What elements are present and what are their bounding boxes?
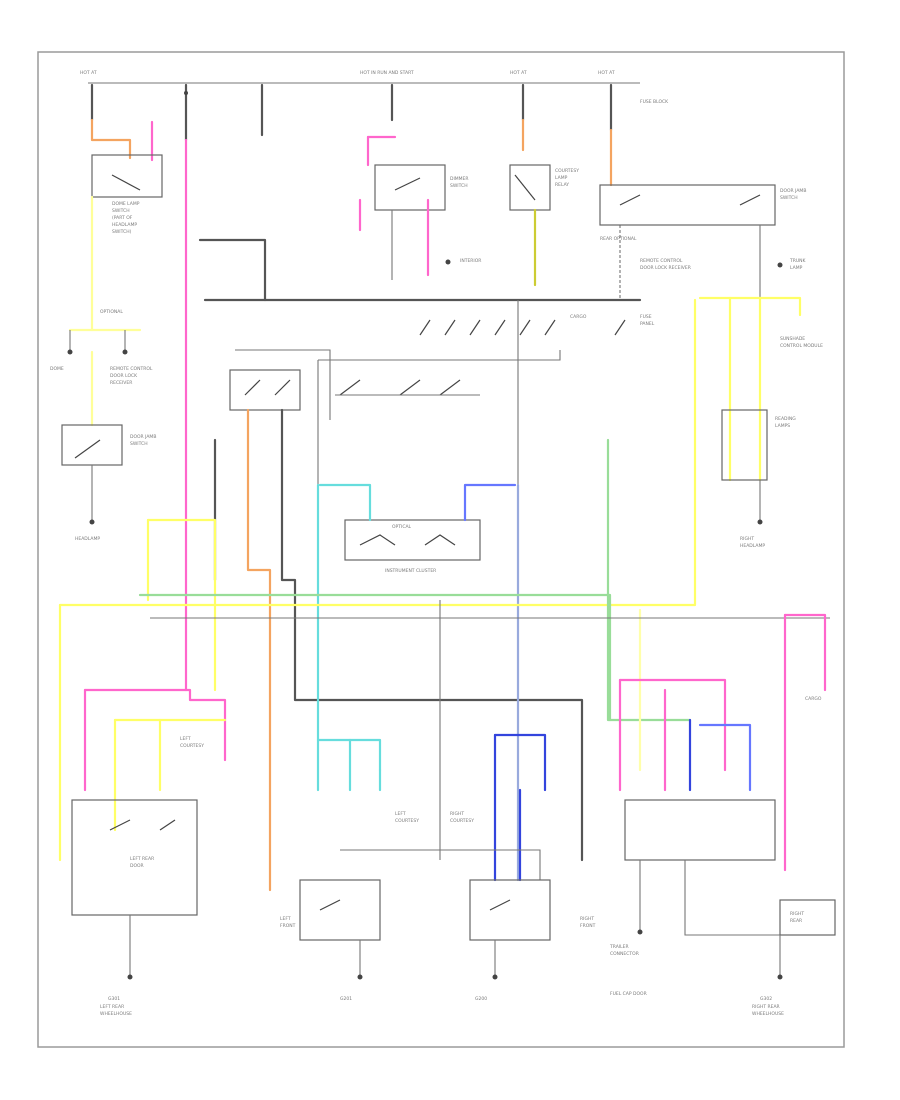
svg-text:DOME LAMP: DOME LAMP xyxy=(112,201,140,207)
headlamp-selector xyxy=(213,369,584,892)
svg-text:G302: G302 xyxy=(760,996,772,1002)
svg-text:FRONT: FRONT xyxy=(580,923,596,929)
diagram-frame xyxy=(37,51,845,1048)
svg-text:(PART OF: (PART OF xyxy=(112,215,133,221)
svg-text:RELAY: RELAY xyxy=(555,182,569,188)
svg-text:PANEL: PANEL xyxy=(640,321,655,327)
svg-text:SWITCH: SWITCH xyxy=(130,441,148,447)
svg-text:OPTIONAL: OPTIONAL xyxy=(100,309,123,315)
left-top-switch: DOME LAMP SWITCH (PART OF HEADLAMP SWITC… xyxy=(50,118,163,542)
svg-text:SWITCH: SWITCH xyxy=(112,208,130,214)
instrument-cluster: OPTICAL INSTRUMENT CLUSTER xyxy=(316,483,520,882)
svg-text:RIGHT: RIGHT xyxy=(450,811,464,817)
svg-text:INSTRUMENT CLUSTER: INSTRUMENT CLUSTER xyxy=(385,568,436,574)
svg-text:CARGO: CARGO xyxy=(570,314,587,320)
svg-text:DOOR LOCK RECEIVER: DOOR LOCK RECEIVER xyxy=(640,265,691,271)
svg-text:DOOR LOCK: DOOR LOCK xyxy=(110,373,138,379)
svg-text:G200: G200 xyxy=(475,996,487,1002)
svg-text:LAMP: LAMP xyxy=(555,175,568,181)
svg-text:LEFT: LEFT xyxy=(280,916,291,922)
svg-text:RECEIVER: RECEIVER xyxy=(110,380,132,386)
svg-text:REMOTE CONTROL: REMOTE CONTROL xyxy=(110,366,153,372)
center-door-lamps: LEFT COURTESY RIGHT COURTESY LEFT FRONT … xyxy=(280,600,596,1002)
svg-text:CARGO: CARGO xyxy=(805,696,822,702)
svg-text:HOT IN RUN AND START: HOT IN RUN AND START xyxy=(360,70,414,76)
svg-text:DIMMER: DIMMER xyxy=(450,176,469,182)
svg-text:RIGHT: RIGHT xyxy=(740,536,754,542)
svg-text:CONNECTOR: CONNECTOR xyxy=(610,951,639,957)
svg-text:HOT AT: HOT AT xyxy=(510,70,527,76)
svg-text:REMOTE CONTROL: REMOTE CONTROL xyxy=(640,258,683,264)
svg-text:LEFT REAR: LEFT REAR xyxy=(130,856,154,862)
svg-text:RIGHT REAR: RIGHT REAR xyxy=(752,1004,780,1010)
svg-text:TRAILER: TRAILER xyxy=(609,944,629,950)
svg-text:DOOR: DOOR xyxy=(130,863,144,869)
svg-text:SWITCH): SWITCH) xyxy=(112,229,132,235)
svg-text:HOT AT: HOT AT xyxy=(598,70,615,76)
svg-text:INTERIOR: INTERIOR xyxy=(460,258,481,264)
svg-text:LAMPS: LAMPS xyxy=(775,423,790,429)
svg-text:HEADLAMP: HEADLAMP xyxy=(112,222,137,228)
svg-text:WHEELHOUSE: WHEELHOUSE xyxy=(752,1011,784,1017)
svg-text:DOOR JAMB: DOOR JAMB xyxy=(780,188,806,194)
svg-text:SWITCH: SWITCH xyxy=(450,183,468,189)
svg-text:LEFT REAR: LEFT REAR xyxy=(100,1004,124,1010)
svg-text:TRUNK: TRUNK xyxy=(789,258,807,264)
svg-text:COURTESY: COURTESY xyxy=(450,818,474,824)
svg-text:REAR OPTIONAL: REAR OPTIONAL xyxy=(600,236,637,242)
svg-text:COURTESY: COURTESY xyxy=(395,818,419,824)
svg-text:HOT AT: HOT AT xyxy=(80,70,97,76)
svg-text:LEFT: LEFT xyxy=(395,811,406,817)
svg-text:FUEL CAP DOOR: FUEL CAP DOOR xyxy=(610,991,647,997)
right-top-module: DOOR JAMB SWITCH REAR OPTIONAL REMOTE CO… xyxy=(599,128,823,549)
svg-text:FUSE BLOCK: FUSE BLOCK xyxy=(640,99,669,105)
svg-text:COURTESY: COURTESY xyxy=(555,168,579,174)
svg-text:RIGHT: RIGHT xyxy=(790,911,804,917)
svg-text:SUNSHADE: SUNSHADE xyxy=(780,336,805,342)
svg-text:G201: G201 xyxy=(340,996,352,1002)
left-door-lamps: LEFT REAR DOOR LEFT COURTESY G301 LEFT R… xyxy=(71,688,227,1017)
fuse-block-feeds: HOT AT HOT IN RUN AND START HOT AT HOT A… xyxy=(80,70,669,142)
svg-text:FUSE: FUSE xyxy=(640,314,652,320)
svg-text:WHEELHOUSE: WHEELHOUSE xyxy=(100,1011,132,1017)
svg-text:LAMP: LAMP xyxy=(790,265,803,271)
svg-text:SWITCH: SWITCH xyxy=(780,195,798,201)
svg-text:DOME: DOME xyxy=(50,366,64,372)
right-door-lamps: RIGHT REAR TRAILER CONNECTOR FUEL CAP DO… xyxy=(609,678,836,1017)
svg-text:OPTICAL: OPTICAL xyxy=(392,524,412,530)
svg-text:FRONT: FRONT xyxy=(280,923,296,929)
center-relays: DIMMER SWITCH INTERIOR COURTESY LAMP REL… xyxy=(358,118,579,287)
svg-text:READING: READING xyxy=(775,416,796,422)
svg-text:CONTROL MODULE: CONTROL MODULE xyxy=(780,343,823,349)
svg-text:HEADLAMP: HEADLAMP xyxy=(75,536,100,542)
svg-text:REAR: REAR xyxy=(790,918,802,924)
svg-text:LEFT: LEFT xyxy=(180,736,191,742)
switch-bank: CARGO FUSE PANEL xyxy=(235,300,655,610)
svg-text:COURTESY: COURTESY xyxy=(180,743,204,749)
svg-text:DOOR JAMB: DOOR JAMB xyxy=(130,434,156,440)
svg-text:RIGHT: RIGHT xyxy=(580,916,594,922)
svg-text:G301: G301 xyxy=(108,996,120,1002)
svg-text:HEADLAMP: HEADLAMP xyxy=(740,543,765,549)
